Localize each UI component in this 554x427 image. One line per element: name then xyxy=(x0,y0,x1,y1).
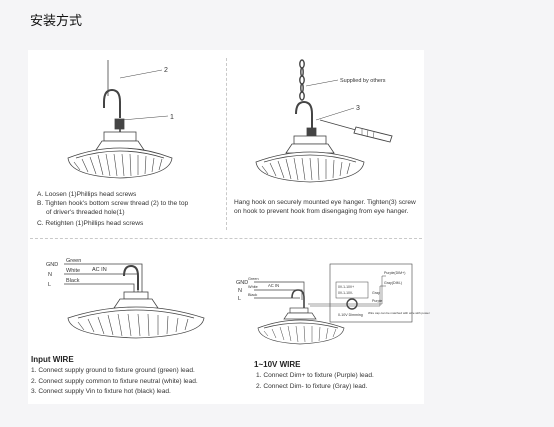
list-item: 1. Connect supply ground to fixture grou… xyxy=(31,367,195,374)
wire-green: Green xyxy=(66,258,81,264)
wire-cap-note: Wire cap can be matched with wire with p… xyxy=(368,311,430,315)
caption-eye-hanger: Hang hook on securely mounted eye hanger… xyxy=(234,199,416,215)
caption-step-c: C. Retighten (1)Phillips head screws xyxy=(37,220,144,227)
wire-green: Green xyxy=(248,277,259,281)
list-item: 2. Connect supply common to fixture neut… xyxy=(31,377,198,385)
dimmer-name: 0-10V Dimming xyxy=(338,313,363,317)
wire-white: White xyxy=(66,268,80,274)
gray-dim-label: Gray(DIM-) xyxy=(384,281,402,285)
callout-3: 3 xyxy=(356,105,360,112)
purple-wire-label: Purple xyxy=(372,299,382,303)
terminal-l: L xyxy=(238,296,241,302)
gray-wire-label: Gray xyxy=(372,291,380,295)
panel-divider-vertical xyxy=(226,58,227,230)
panel-divider-horizontal xyxy=(30,238,422,239)
ac-in-label: AC IN xyxy=(92,267,107,273)
dimming-wire-list: 1. Connect Dim+ to fixture (Purple) lead… xyxy=(256,371,374,392)
caption-step-b-cont: of driver's threaded hole(1) xyxy=(46,209,125,216)
dimmer-voltage-plus: 0V-1-10V+ xyxy=(338,285,354,289)
list-item: 3. Connect supply Vin to fixture hot (bl… xyxy=(31,388,171,395)
terminal-n: N xyxy=(48,272,52,278)
callout-2: 2 xyxy=(164,67,168,74)
caption-step-a: A. Loosen (1)Phillips head screws xyxy=(37,191,137,198)
callout-1: 1 xyxy=(170,114,174,121)
dimming-wire-diagram: GND N L Green White Black AC IN Purple(D… xyxy=(236,263,430,345)
input-wire-list: 1. Connect supply ground to fixture grou… xyxy=(31,366,198,398)
terminal-l: L xyxy=(48,282,51,288)
wire-black: Black xyxy=(248,293,257,297)
hook-install-diagram: 2 1 xyxy=(67,60,174,179)
list-item: 1. Connect Dim+ to fixture (Purple) lead… xyxy=(256,372,374,379)
caption-step-b: B. Tighten hook's bottom screw thread (2… xyxy=(37,200,189,207)
list-item: 2. Connect Dim- to fixture (Gray) lead. xyxy=(256,382,368,390)
purple-dim-label: Purple(DIM+) xyxy=(384,271,405,275)
terminal-gnd: GND xyxy=(236,280,248,286)
dimmer-voltage-minus: 0V-1-10V- xyxy=(338,291,353,295)
dimming-wire-heading: 1~10V WIRE xyxy=(254,360,301,369)
input-wire-diagram: GND N L Green White Black AC IN xyxy=(46,258,205,339)
wire-black: Black xyxy=(66,278,80,284)
wire-white: White xyxy=(248,285,258,289)
terminal-n: N xyxy=(238,288,242,294)
supplied-by-others-label: Supplied by others xyxy=(340,78,386,84)
ac-in-label: AC IN xyxy=(268,283,279,288)
input-wire-heading: Input WIRE xyxy=(31,355,74,364)
terminal-gnd: GND xyxy=(46,262,58,268)
eye-hanger-diagram: Supplied by others 3 xyxy=(255,59,393,183)
page-title: 安装方式 xyxy=(30,14,83,29)
